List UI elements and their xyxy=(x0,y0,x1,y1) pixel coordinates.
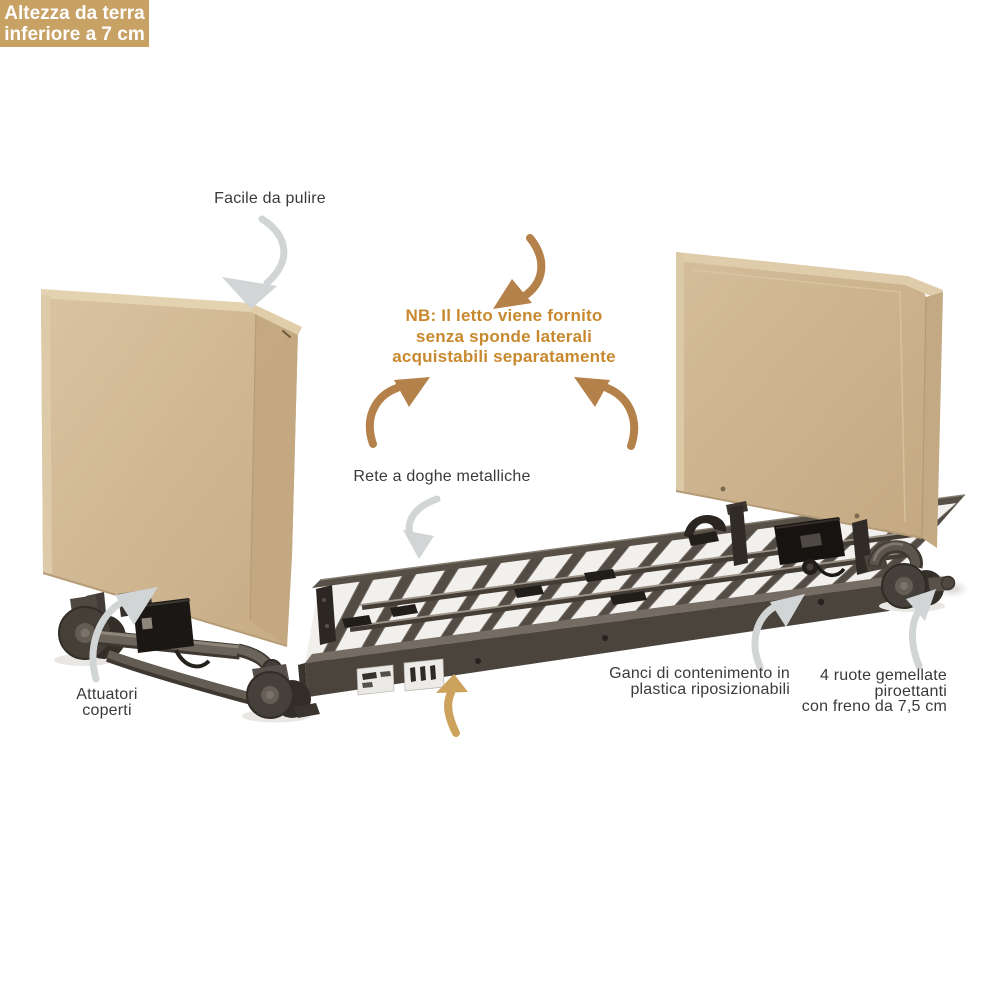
footboard-left-edge xyxy=(676,252,684,493)
front-rail-top xyxy=(305,576,893,663)
motor-label xyxy=(800,533,822,548)
actuator-cable xyxy=(174,649,211,669)
footboard-top-edge xyxy=(676,252,943,300)
panel-bracket xyxy=(316,585,336,645)
label-line: NB: Il letto viene fornito xyxy=(405,306,603,325)
note-right-arrow xyxy=(574,377,639,450)
headboard-top-edge xyxy=(41,289,251,312)
easy-clean-label: Facile da pulire xyxy=(170,191,370,207)
label-line: acquistabili separatamente xyxy=(392,347,616,366)
rail-holes xyxy=(475,598,825,664)
actuators-arrow xyxy=(89,587,158,683)
headboard-corner-mark xyxy=(282,330,291,338)
brake-pedal xyxy=(294,703,320,718)
hooks-arrow xyxy=(751,594,805,671)
label-line: con freno da 7,5 cm xyxy=(801,698,947,715)
height-badge-arrow xyxy=(436,674,468,737)
headboard-left-edge xyxy=(41,295,52,574)
slat-base-label: Rete a doghe metalliche xyxy=(342,469,542,485)
headboard-face xyxy=(41,295,298,646)
headboard-side-edge xyxy=(250,311,298,646)
castors-label: 4 ruote gemellate piroettanti con freno … xyxy=(747,668,947,715)
label-line: Facile da pulire xyxy=(214,190,326,207)
headboard-panel xyxy=(41,289,302,647)
height-badge: Altezza da terra inferiore a 7 cm xyxy=(0,0,149,47)
actuator-label xyxy=(141,617,153,630)
easy-clean-arrow xyxy=(222,215,288,309)
label-line: Ganci di contenimento in xyxy=(609,665,790,682)
footboard-face xyxy=(676,259,926,538)
footboard-screw xyxy=(854,513,860,519)
note-left-arrow xyxy=(365,377,430,448)
actuator-box xyxy=(133,598,194,653)
label-line: Attuatori xyxy=(76,686,138,703)
callout-arrows xyxy=(89,215,936,737)
foot-mounts xyxy=(684,501,872,577)
label-line: piroettanti xyxy=(874,682,947,700)
slat-deck xyxy=(298,494,966,699)
hooks-label: Ganci di contenimento in plastica riposi… xyxy=(560,666,790,697)
footboard-inner-border xyxy=(691,269,906,523)
rail-sticker-2 xyxy=(403,658,445,692)
slat-base-arrow xyxy=(403,495,441,559)
label-line: 4 ruote gemellate xyxy=(819,667,947,684)
containment-hooks xyxy=(342,569,647,628)
actuators-label: Attuatori coperti xyxy=(47,687,167,718)
deck-back-rail xyxy=(312,495,965,588)
castors-arrow xyxy=(906,589,936,670)
rail-sticker-1 xyxy=(356,664,395,696)
motor-cable xyxy=(814,563,846,577)
label-line: Rete a doghe metalliche xyxy=(353,468,531,485)
note-top-arrow xyxy=(493,234,546,309)
deck-hook-bracket xyxy=(684,515,727,538)
note-label: NB: Il letto viene fornito senza sponde … xyxy=(344,306,664,368)
label-line: coperti xyxy=(82,701,132,719)
axle-cap xyxy=(940,575,956,591)
label-line: senza sponde laterali xyxy=(415,326,593,346)
label-line: plastica riposizionabili xyxy=(630,680,790,698)
footboard-panel xyxy=(675,252,943,548)
front-rail-face xyxy=(305,585,889,697)
footboard-right-edge xyxy=(922,292,943,548)
badge-line: Altezza da terra xyxy=(4,2,145,24)
footboard-screw xyxy=(720,486,726,492)
mount-post xyxy=(729,505,748,566)
badge-line: inferiore a 7 cm xyxy=(4,23,145,45)
